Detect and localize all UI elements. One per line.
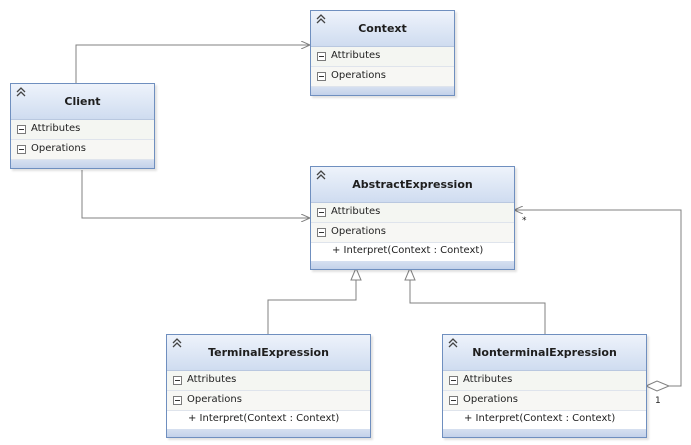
client-context-association <box>75 45 310 83</box>
attributes-label: Attributes <box>331 50 381 61</box>
attributes-compartment[interactable]: Attributes <box>11 120 154 140</box>
operation-item[interactable]: + Interpret(Context : Context) <box>167 411 370 429</box>
class-nonterminal-expression[interactable]: NonterminalExpression Attributes Operati… <box>442 334 647 438</box>
collapse-minus-icon[interactable] <box>317 72 326 81</box>
class-terminal-expression[interactable]: TerminalExpression Attributes Operations… <box>166 334 371 438</box>
class-footer <box>11 160 154 168</box>
operation-item[interactable]: + Interpret(Context : Context) <box>443 411 646 429</box>
class-name: TerminalExpression <box>208 346 329 359</box>
nonterminal-generalization-line <box>409 280 546 334</box>
collapse-chevron-icon[interactable] <box>315 169 327 181</box>
operations-compartment[interactable]: Operations <box>167 391 370 411</box>
class-header: NonterminalExpression <box>443 335 646 371</box>
aggregation-source-multiplicity: 1 <box>655 396 661 406</box>
operations-compartment[interactable]: Operations <box>443 391 646 411</box>
operations-compartment[interactable]: Operations <box>311 223 514 243</box>
class-name: AbstractExpression <box>352 178 473 191</box>
attributes-label: Attributes <box>31 123 81 134</box>
class-footer <box>311 87 454 95</box>
collapse-minus-icon[interactable] <box>317 208 326 217</box>
collapse-chevron-icon[interactable] <box>315 13 327 25</box>
collapse-minus-icon[interactable] <box>17 145 26 154</box>
operation-item[interactable]: + Interpret(Context : Context) <box>311 243 514 261</box>
class-footer <box>443 429 646 437</box>
attributes-label: Attributes <box>187 374 237 385</box>
operations-label: Operations <box>463 394 518 405</box>
aggregation-target-multiplicity: * <box>522 216 527 226</box>
terminal-generalization-arrowhead <box>350 266 362 281</box>
class-name: Client <box>64 95 101 108</box>
class-abstract-expression[interactable]: AbstractExpression Attributes Operations… <box>310 166 515 270</box>
attributes-label: Attributes <box>331 206 381 217</box>
attributes-compartment[interactable]: Attributes <box>311 47 454 67</box>
attributes-compartment[interactable]: Attributes <box>167 371 370 391</box>
collapse-minus-icon[interactable] <box>173 396 182 405</box>
collapse-minus-icon[interactable] <box>449 396 458 405</box>
class-header: AbstractExpression <box>311 167 514 203</box>
operations-label: Operations <box>31 143 86 154</box>
aggregation-line <box>514 210 682 387</box>
operation-signature: + Interpret(Context : Context) <box>188 413 340 424</box>
operation-signature: + Interpret(Context : Context) <box>464 413 616 424</box>
class-name: NonterminalExpression <box>472 346 617 359</box>
class-header: TerminalExpression <box>167 335 370 371</box>
collapse-chevron-icon[interactable] <box>15 86 27 98</box>
client-abstractexpression-association <box>81 170 310 218</box>
collapse-minus-icon[interactable] <box>17 125 26 134</box>
class-name: Context <box>358 22 407 35</box>
operations-label: Operations <box>187 394 242 405</box>
operations-label: Operations <box>331 226 386 237</box>
attributes-label: Attributes <box>463 374 513 385</box>
collapse-chevron-icon[interactable] <box>171 337 183 349</box>
class-client[interactable]: Client Attributes Operations <box>10 83 155 169</box>
nonterminal-generalization-arrowhead <box>404 266 416 281</box>
terminal-generalization-line <box>267 280 357 334</box>
collapse-minus-icon[interactable] <box>317 52 326 61</box>
attributes-compartment[interactable]: Attributes <box>311 203 514 223</box>
operations-compartment[interactable]: Operations <box>311 67 454 87</box>
operations-label: Operations <box>331 70 386 81</box>
class-header: Context <box>311 11 454 47</box>
class-context[interactable]: Context Attributes Operations <box>310 10 455 96</box>
aggregation-diamond <box>644 380 671 392</box>
collapse-minus-icon[interactable] <box>173 376 182 385</box>
class-header: Client <box>11 84 154 120</box>
collapse-chevron-icon[interactable] <box>447 337 459 349</box>
class-footer <box>167 429 370 437</box>
operation-signature: + Interpret(Context : Context) <box>332 245 484 256</box>
class-footer <box>311 261 514 269</box>
operations-compartment[interactable]: Operations <box>11 140 154 160</box>
attributes-compartment[interactable]: Attributes <box>443 371 646 391</box>
collapse-minus-icon[interactable] <box>449 376 458 385</box>
collapse-minus-icon[interactable] <box>317 228 326 237</box>
